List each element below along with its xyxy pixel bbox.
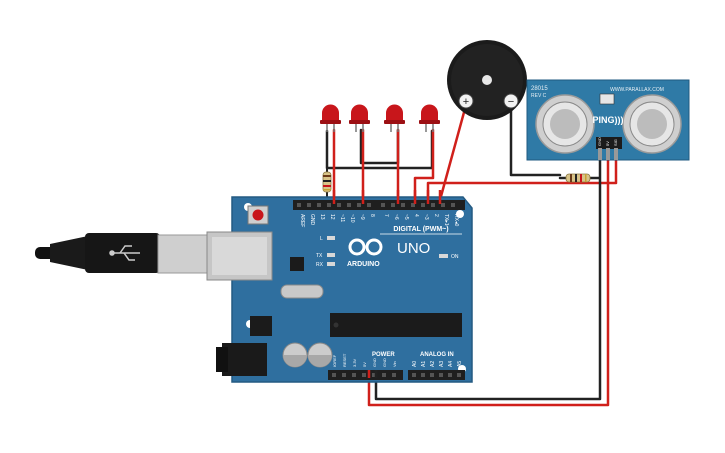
analog-pin-label: A1 (421, 361, 427, 367)
digital-pin-labels: AREF GND 13 12 ~11 ~10 ~9 8 7 ~6 ~5 4 ~3… (299, 214, 459, 227)
analog-pin-labels: A0 A1 A2 A3 A4 A5 (412, 361, 463, 367)
analog-header[interactable] (408, 370, 465, 380)
buzzer-minus-label: − (508, 96, 514, 108)
board-model: UNO (397, 240, 430, 257)
wire-led-ground-bus-2[interactable] (359, 128, 400, 165)
pin-label: ~3 (423, 214, 429, 220)
arduino-uno-board[interactable]: AREF GND 13 12 ~11 ~10 ~9 8 7 ~6 ~5 4 ~3… (206, 196, 473, 383)
pin-label: 4 (413, 214, 419, 217)
capacitor-2 (307, 342, 333, 368)
digital-header[interactable] (293, 200, 465, 210)
pin-label: 12 (329, 214, 335, 220)
pin-label: RX◂0 (453, 214, 459, 226)
led-3[interactable] (384, 104, 405, 133)
power-pin-label: IOREF (332, 354, 337, 367)
wire-buzzer-minus[interactable] (509, 98, 562, 177)
piezo-buzzer[interactable]: + − (447, 40, 527, 120)
pin-label: ~6 (393, 214, 399, 220)
pin-label: AREF (299, 214, 305, 227)
resistor-led[interactable] (322, 171, 332, 193)
analog-label: ANALOG IN (420, 352, 454, 358)
power-pin-label: 5V (362, 362, 367, 367)
arduino-logo-icon (348, 238, 383, 256)
led-2[interactable] (349, 104, 370, 133)
sensor-pin-5v: 5V (605, 141, 610, 146)
analog-pin-label: A5 (457, 361, 463, 367)
sensor-pin-sig: SIG (613, 139, 618, 146)
pin-label: 8 (369, 214, 375, 217)
analog-pin-label: A0 (412, 361, 418, 367)
led-tx-label: TX (316, 253, 323, 259)
ping-sensor[interactable]: 28015 REV C WWW.PARALLAX.COM PING))) GND… (526, 79, 690, 161)
analog-pin-label: A4 (448, 361, 454, 367)
power-pin-label: RESET (342, 353, 347, 367)
led-rx-label: RX (316, 262, 324, 268)
pin-label: GND (309, 214, 315, 226)
arduino-logo-text: ARDUINO (347, 261, 380, 268)
pin-label: ~9 (359, 214, 365, 220)
sensor-rev: REV C (531, 93, 547, 99)
resistor-sensor[interactable] (565, 173, 591, 183)
power-pin-label: GND (382, 358, 387, 367)
led-1[interactable] (320, 104, 341, 133)
led-4[interactable] (419, 104, 440, 133)
wire-ends (332, 190, 442, 378)
pin-label: 7 (383, 214, 389, 217)
wire-sensor-5v[interactable] (367, 158, 610, 407)
wire-buzzer-plus[interactable] (438, 103, 468, 202)
power-label: POWER (372, 352, 395, 358)
buzzer-plus-label: + (463, 96, 469, 108)
sensor-part-number: 28015 (531, 86, 548, 92)
power-header[interactable] (328, 370, 403, 380)
pin-label: ~11 (339, 214, 345, 222)
wire-sensor-gnd[interactable] (374, 158, 602, 401)
usb-symbol-icon (109, 245, 140, 261)
sensor-pin-gnd: GND (597, 137, 602, 146)
power-pin-label: 3.3V (352, 358, 357, 367)
power-pin-label: GND (372, 358, 377, 367)
usb-cable[interactable] (35, 233, 211, 274)
pin-label: 13 (319, 214, 325, 220)
on-label: ON (451, 254, 459, 260)
reset-button[interactable] (247, 205, 269, 225)
analog-pin-label: A2 (430, 361, 436, 367)
sensor-name: PING))) (593, 115, 624, 125)
digital-label: DIGITAL (PWM~) (393, 226, 448, 233)
pin-label: ~10 (349, 214, 355, 223)
pin-label: 2 (433, 214, 439, 217)
power-pin-label: Vin (392, 361, 397, 367)
pin-label: TX▸1 (443, 214, 449, 226)
pin-label: ~5 (403, 214, 409, 220)
analog-pin-label: A3 (439, 361, 445, 367)
led-l-label: L (320, 236, 323, 242)
power-pin-labels: IOREF RESET 3.3V 5V GND GND Vin (332, 353, 397, 367)
capacitor-1 (282, 342, 308, 368)
atmega-chip (330, 313, 462, 337)
sensor-url: WWW.PARALLAX.COM (610, 87, 664, 93)
wire-led4-pin5[interactable] (413, 128, 435, 202)
